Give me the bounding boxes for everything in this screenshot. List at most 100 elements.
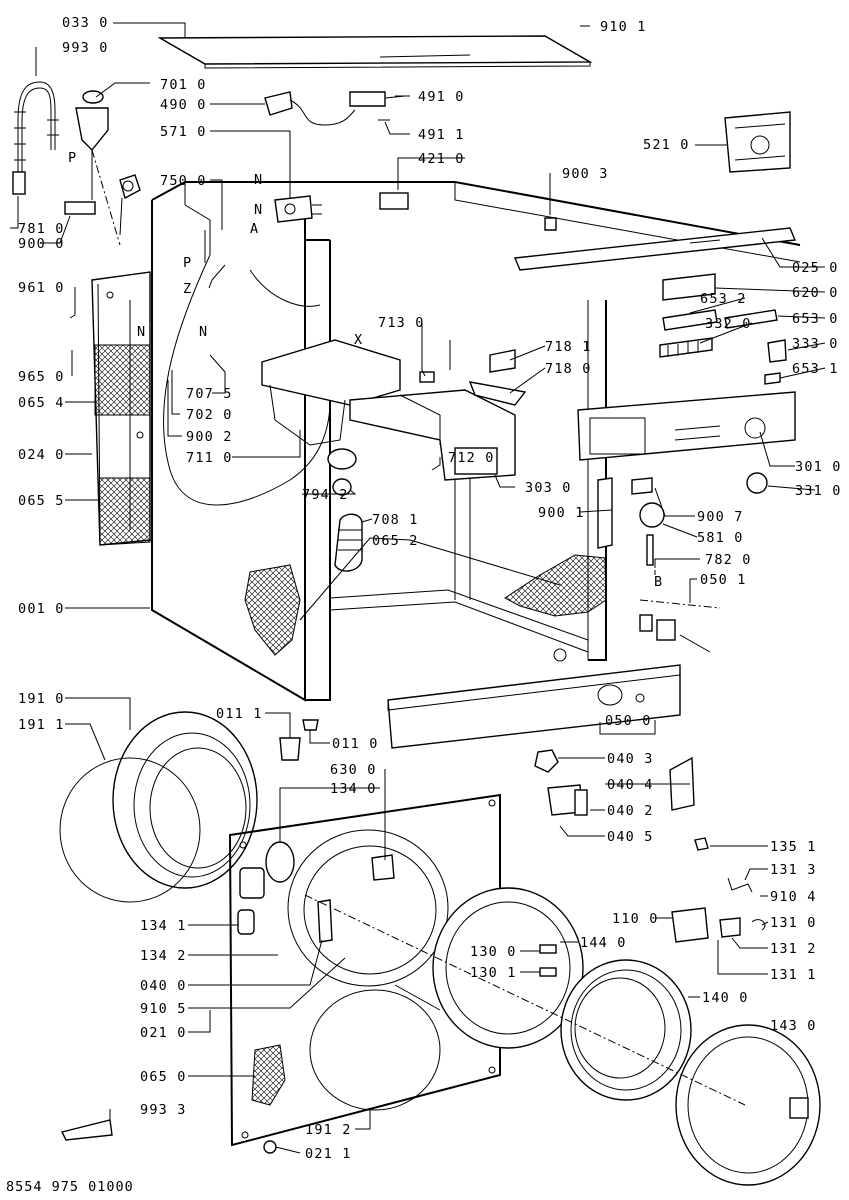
part-label: 490 0 — [160, 97, 207, 113]
part-333-0 — [767, 339, 787, 363]
part-label: 001 0 — [18, 601, 65, 617]
part-label: 491 0 — [418, 89, 465, 105]
part-label: 781 0 — [18, 221, 65, 237]
callout-letter: X — [354, 332, 363, 348]
part-label: 025 0 — [792, 260, 839, 276]
part-label: 065 5 — [18, 493, 65, 509]
door-glass-part — [560, 959, 692, 1101]
part-label: 900 0 — [18, 236, 65, 252]
part-label: 707 5 — [186, 386, 233, 402]
part-label: 050 0 — [605, 713, 652, 729]
part-label: 701 0 — [160, 77, 207, 93]
part-label: 143 0 — [770, 1018, 817, 1034]
part-label: 040 5 — [607, 829, 654, 845]
part-label: 900 3 — [562, 166, 609, 182]
part-label: 491 1 — [418, 127, 465, 143]
part-label: 011 0 — [332, 736, 379, 752]
part-label: 131 1 — [770, 967, 817, 983]
part-label: 581 0 — [697, 530, 744, 546]
solenoid-valve-part — [274, 195, 322, 223]
part-label: 033 0 — [62, 15, 109, 31]
door-frame-part — [432, 887, 584, 1049]
mains-cable-part — [264, 91, 356, 126]
part-label: 021 0 — [140, 1025, 187, 1041]
part-label: 993 3 — [140, 1102, 187, 1118]
part-label: 333 0 — [792, 336, 839, 352]
cap-021-1-part — [263, 1140, 277, 1154]
part-label: 331 0 — [795, 483, 842, 499]
inlet-valve-part — [64, 90, 121, 246]
part-label: 910 5 — [140, 1001, 187, 1017]
part-label: 134 0 — [330, 781, 377, 797]
bracket-900-1-part — [597, 477, 613, 549]
document-code: 8554 975 01000 — [6, 1179, 134, 1195]
part-label: 131 0 — [770, 915, 817, 931]
door-axis-line — [304, 894, 746, 1106]
part-label: 910 4 — [770, 889, 817, 905]
hinge-axis-line — [639, 599, 721, 609]
part-label: 702 0 — [186, 407, 233, 423]
part-label: 713 0 — [378, 315, 425, 331]
part-label: 301 0 — [795, 459, 842, 475]
part-label: 131 2 — [770, 941, 817, 957]
part-label: 794 2 — [302, 487, 349, 503]
part-label: 718 1 — [545, 339, 592, 355]
part-label: 782 0 — [705, 552, 752, 568]
hinge-131-2-part — [719, 917, 741, 938]
part-label: 040 4 — [607, 777, 654, 793]
part-label: 011 1 — [216, 706, 263, 722]
foot-011-1-part — [279, 718, 301, 761]
callout-letter: N — [254, 202, 263, 218]
part-label: 965 0 — [18, 369, 65, 385]
part-label: 750 0 — [160, 173, 207, 189]
part-label: 191 0 — [18, 691, 65, 707]
capacitor-part — [379, 192, 409, 210]
part-label: 050 1 — [700, 572, 747, 588]
part-040-3 — [534, 749, 559, 773]
callout-letter: N — [137, 324, 146, 340]
part-label: 040 0 — [140, 978, 187, 994]
part-653-1 — [764, 372, 781, 385]
part-label: 131 3 — [770, 862, 817, 878]
control-panel-part — [577, 391, 796, 461]
part-label: 421 0 — [418, 151, 465, 167]
callout-letter: B — [654, 574, 663, 590]
inlet-hose-part — [12, 81, 59, 195]
part-labels: 033 0 993 0 910 1 701 0 490 0 491 0 571 0 491 1… — [18, 15, 842, 1162]
part-label: 021 1 — [305, 1146, 352, 1162]
part-label: 144 0 — [580, 935, 627, 951]
pressure-switch-part — [631, 477, 665, 566]
part-label: 653 0 — [792, 311, 839, 327]
clip-900-3-part — [544, 217, 557, 231]
part-label: 900 7 — [697, 509, 744, 525]
outer-door-part — [675, 1024, 821, 1186]
part-label: 620 0 — [792, 285, 839, 301]
bracket-131-3-part — [727, 877, 753, 893]
part-label: 900 1 — [538, 505, 585, 521]
part-label: 900 2 — [186, 429, 233, 445]
seal-794-part — [332, 478, 352, 496]
clamp-191-2-part — [394, 984, 441, 1011]
detergent-dispenser-part — [261, 339, 516, 481]
part-label: 653 1 — [792, 361, 839, 377]
part-label: 110 0 — [612, 911, 659, 927]
part-label: 993 0 — [62, 40, 109, 56]
part-label: 332 0 — [705, 316, 752, 332]
spring-131-0-part — [751, 919, 766, 931]
leader-lines — [10, 22, 826, 1154]
part-label: 910 1 — [600, 19, 647, 35]
tool-993-3-part — [60, 1119, 113, 1141]
top-lid-part — [157, 35, 593, 69]
drain-hose-part — [334, 513, 363, 572]
top-rail-part — [513, 227, 797, 271]
front-panel-part — [228, 793, 501, 1147]
door-handle-part — [671, 907, 709, 943]
part-label: 065 4 — [18, 395, 65, 411]
interference-filter-part — [349, 91, 406, 121]
buttons-332-part — [659, 337, 713, 358]
part-label: 712 0 — [448, 450, 495, 466]
part-label: 571 0 — [160, 124, 207, 140]
door-gasket-part — [59, 711, 258, 903]
